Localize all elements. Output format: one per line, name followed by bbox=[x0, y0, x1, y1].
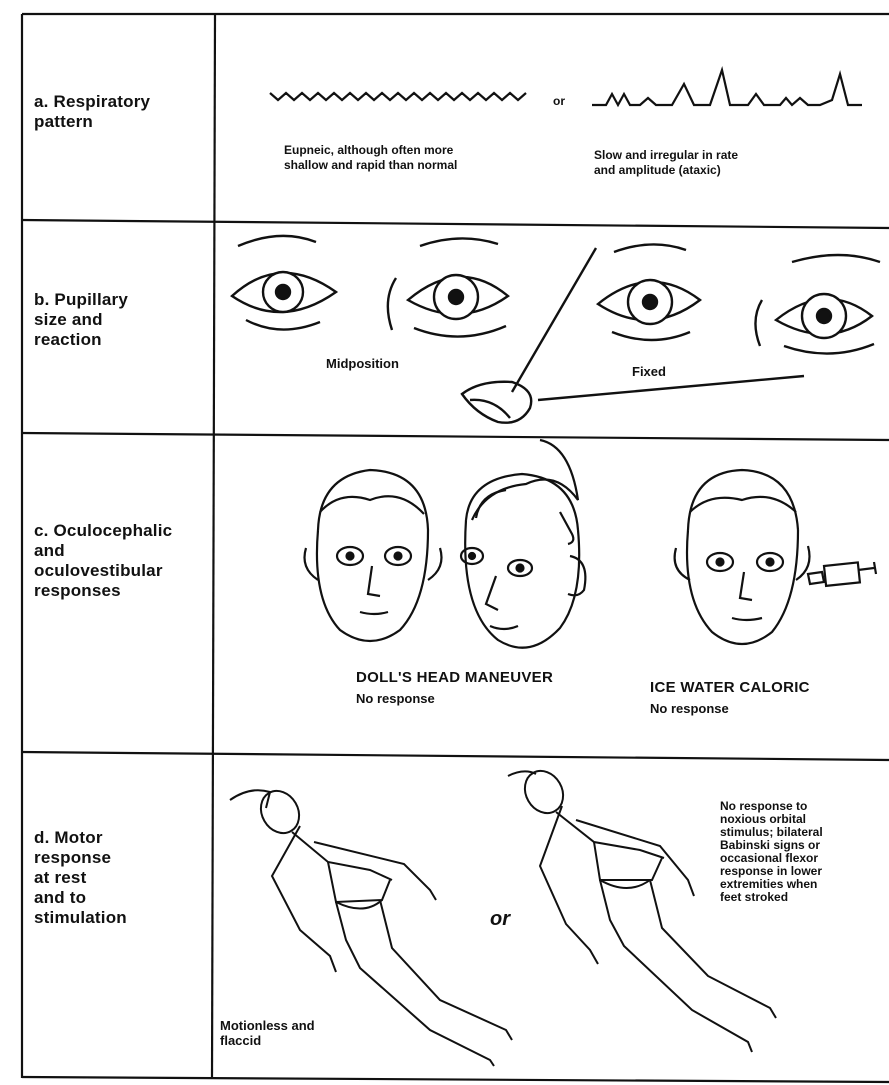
motor-no-response-caption: No response to noxious orbital stimulus;… bbox=[720, 800, 823, 904]
motor-flaccid-caption: Motionless and flaccid bbox=[220, 1018, 315, 1048]
motor-or: or bbox=[490, 908, 510, 931]
